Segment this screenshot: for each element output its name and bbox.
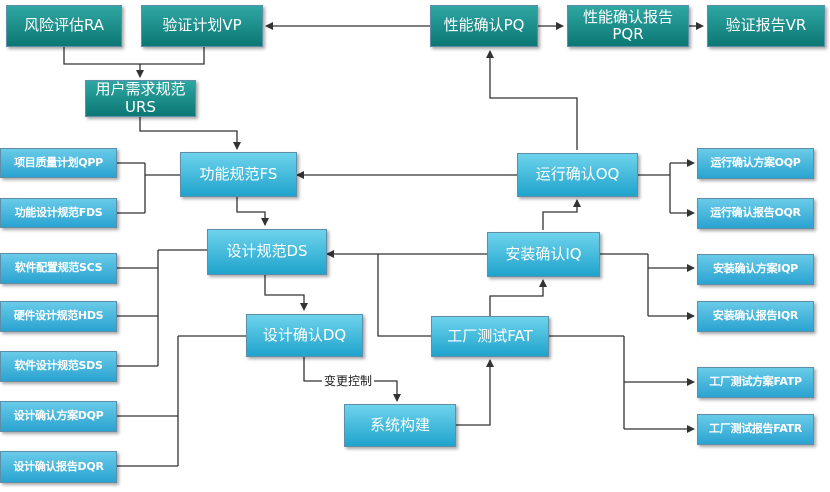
hds-box: 硬件设计规范HDS [0, 301, 117, 332]
fatp-box: 工厂测试方案FATP [697, 367, 814, 398]
change-control-label: 变更控制 [322, 374, 375, 388]
dq-box: 设计确认DQ [246, 314, 363, 357]
urs-box: 用户需求规范 URS [85, 80, 196, 117]
scs-box: 软件配置规范SCS [0, 253, 117, 284]
pqr-box: 性能确认报告 PQR [567, 5, 689, 47]
oq-box: 运行确认OQ [517, 153, 638, 197]
fatr-box: 工厂测试报告FATR [697, 414, 814, 445]
oqp-box: 运行确认方案OQP [697, 148, 814, 179]
ds-box: 设计规范DS [207, 229, 327, 275]
system-build-box: 系统构建 [344, 404, 456, 447]
fs-box: 功能规范FS [180, 152, 297, 197]
validation-report-box: 验证报告VR [707, 5, 825, 47]
pq-box: 性能确认PQ [430, 5, 538, 47]
risk-assessment-box: 风险评估RA [6, 5, 122, 47]
dqr-box: 设计确认报告DQR [0, 451, 117, 483]
qpp-box: 项目质量计划QPP [0, 148, 117, 178]
sds-box: 软件设计规范SDS [0, 351, 117, 382]
iqp-box: 安装确认方案IQP [697, 254, 814, 285]
fds-box: 功能设计规范FDS [0, 198, 117, 228]
iq-box: 安装确认IQ [487, 232, 600, 277]
oqr-box: 运行确认报告OQR [697, 198, 814, 229]
iqr-box: 安装确认报告IQR [697, 301, 814, 332]
dqp-box: 设计确认方案DQP [0, 401, 117, 432]
fat-box: 工厂测试FAT [431, 316, 549, 357]
validation-plan-box: 验证计划VP [141, 5, 263, 47]
